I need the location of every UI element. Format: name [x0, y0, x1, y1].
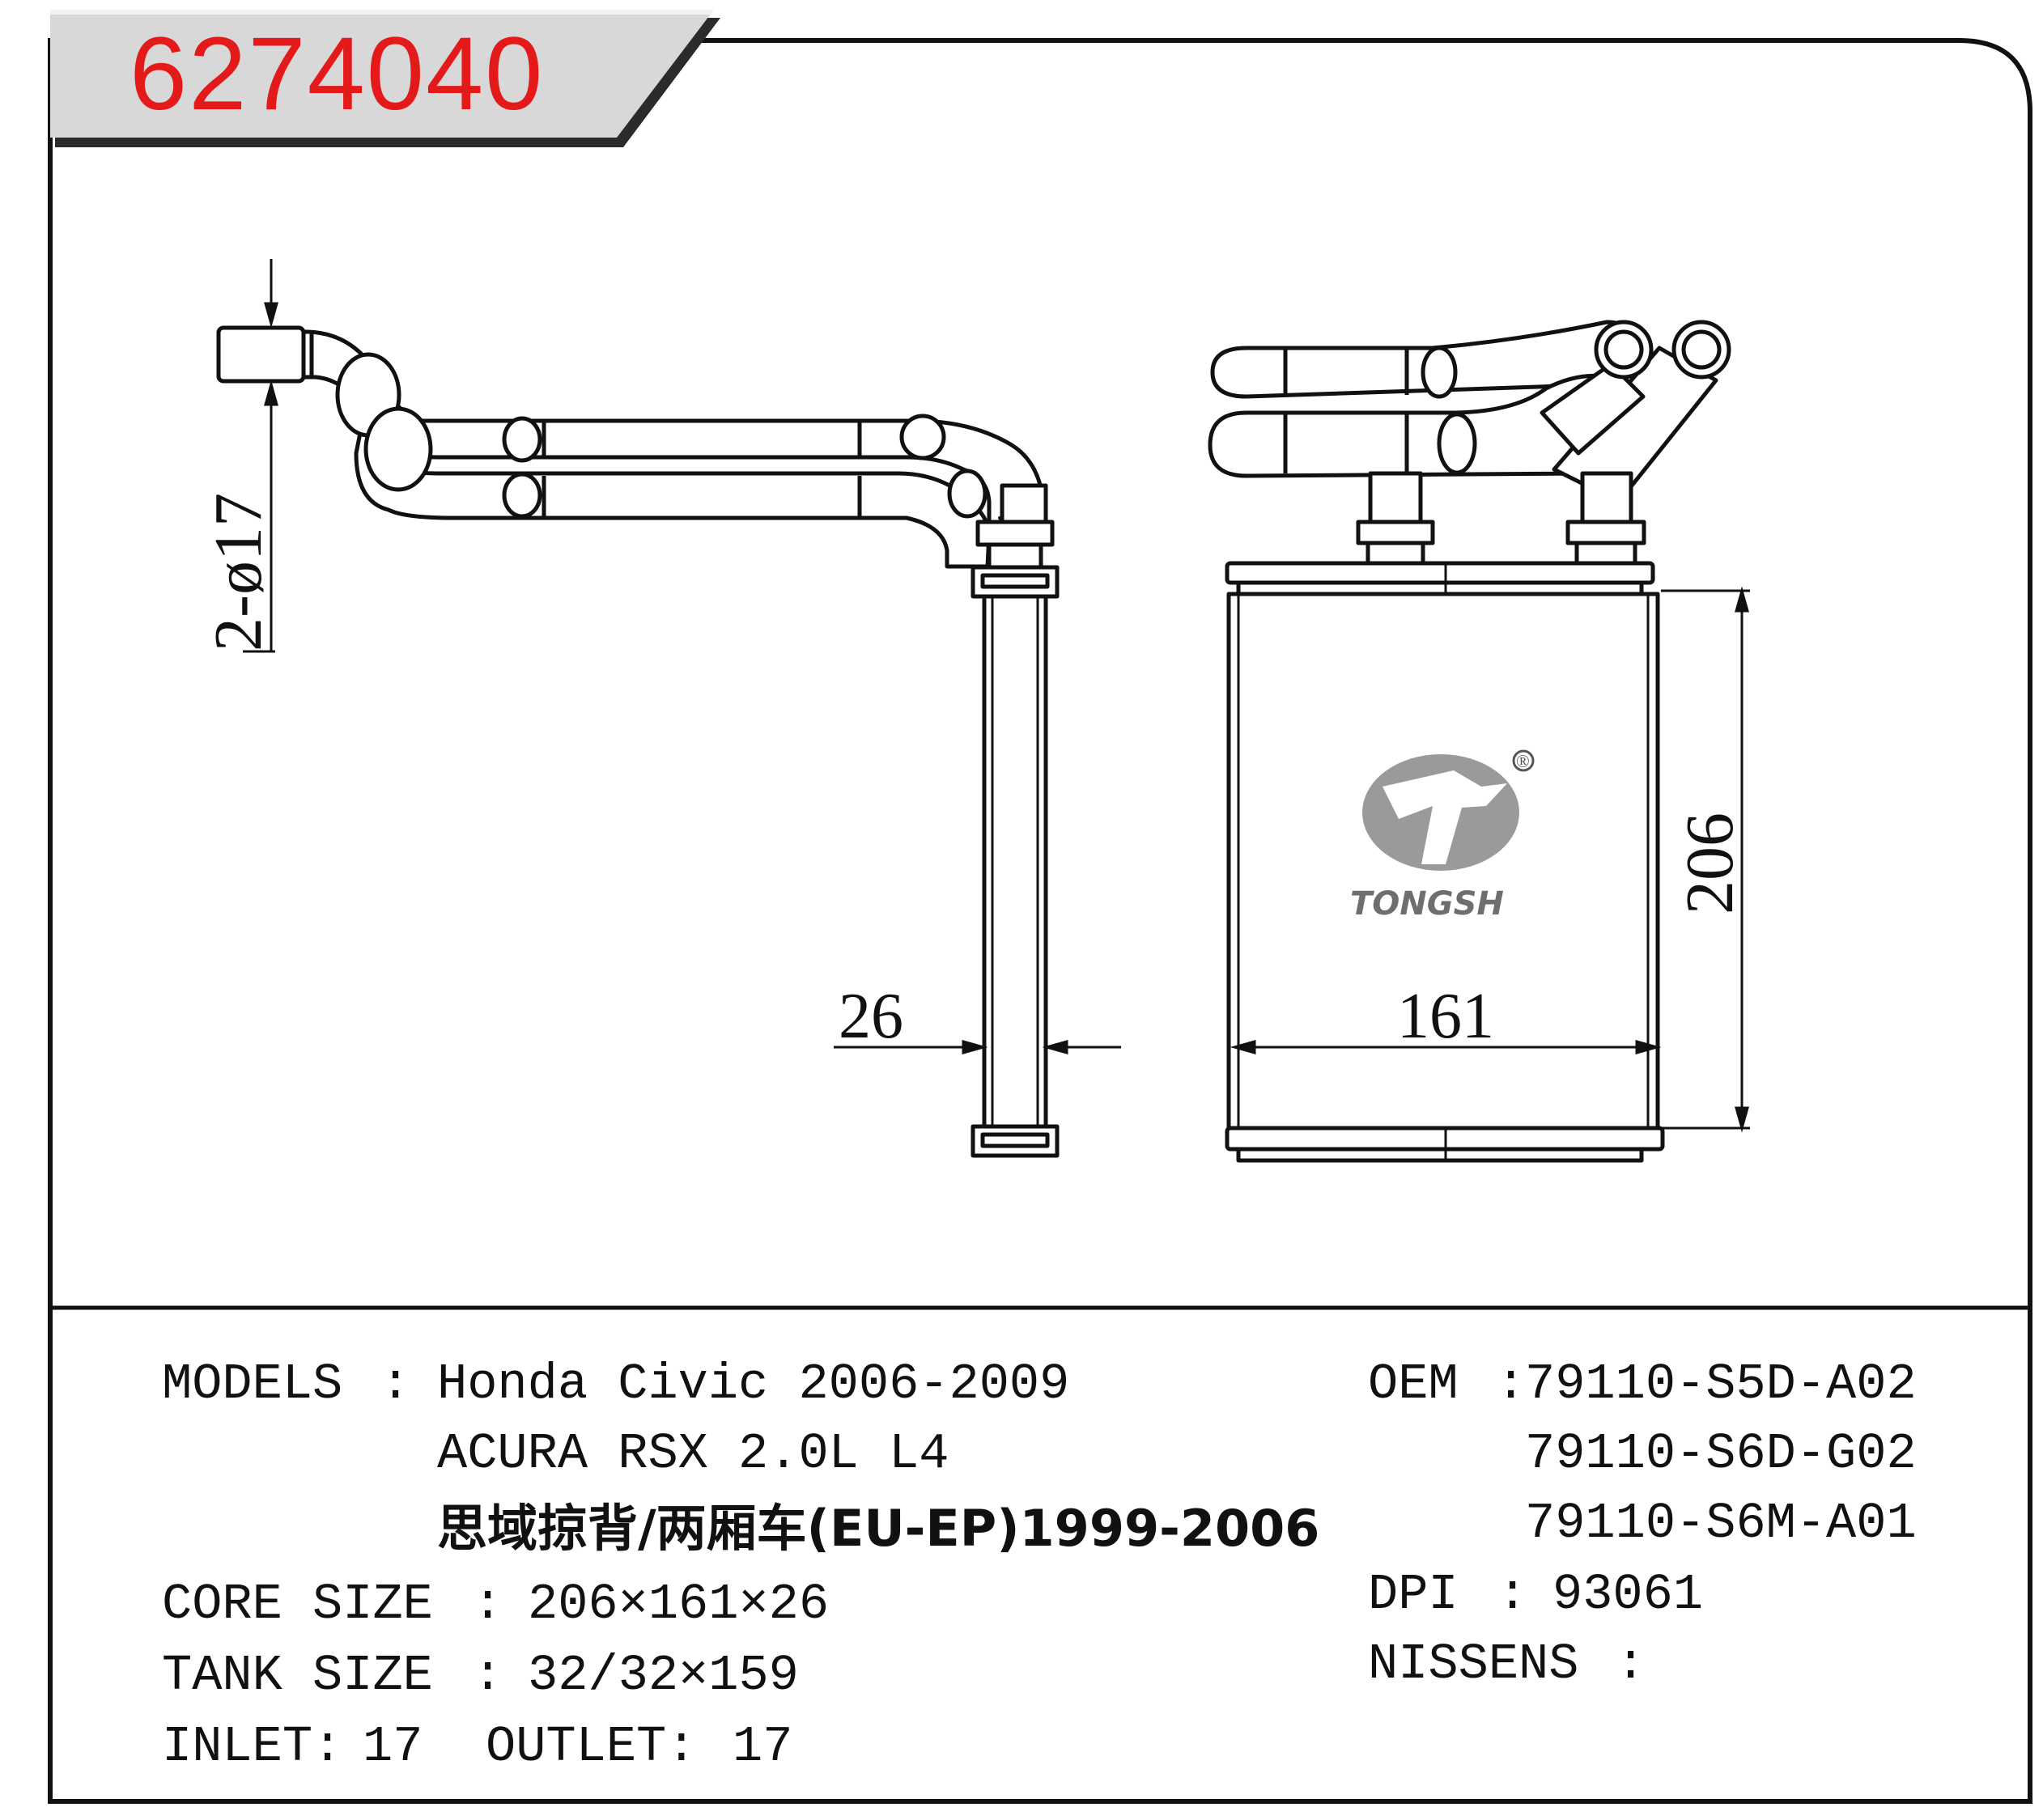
inlet-value: 17 [363, 1718, 423, 1775]
front-view [1208, 320, 1731, 1163]
elbow-lower-left [363, 406, 433, 492]
oem-number-1: 79110-S5D-A02 [1525, 1355, 1917, 1413]
models-separator: : [380, 1355, 411, 1413]
models-line-1: Honda Civic 2006-2009 [437, 1355, 1070, 1413]
outlet-label: OUTLET: [486, 1718, 697, 1775]
logo-registered-mark: ® [1516, 751, 1530, 771]
nissens-label: NISSENS [1368, 1635, 1579, 1693]
height-dimension [1661, 586, 1750, 1133]
part-number-title: 6274040 [130, 16, 545, 132]
sheet-border [48, 38, 2032, 1804]
front-left-riser [1368, 471, 1423, 524]
tongsh-logo: ® TONGSH [1350, 749, 1535, 923]
oem-label: OEM [1368, 1355, 1459, 1413]
height-dimension-label: 206 [1672, 812, 1748, 914]
side-fitting [975, 520, 1055, 547]
logo-text: TONGSH [1350, 885, 1504, 923]
oem-separator: : [1496, 1355, 1527, 1413]
front-right-riser [1580, 471, 1633, 524]
dpi-separator: : [1497, 1566, 1528, 1623]
depth-dimension [834, 1040, 1121, 1054]
width-dimension-label: 161 [1397, 981, 1494, 1052]
depth-dimension-label: 26 [839, 981, 903, 1052]
width-dimension [1230, 1040, 1662, 1054]
core-size-value: 206×161×26 [528, 1576, 830, 1633]
pipe-inlet-stub [216, 325, 306, 384]
pipe-diameter-dimension [243, 259, 278, 653]
side-view [216, 325, 1060, 1158]
dpi-label: DPI [1368, 1566, 1459, 1623]
pipe-diameter-label: 2-ø17 [201, 493, 276, 651]
tank-size-value: 32/32×159 [528, 1647, 799, 1704]
tank-size-label: TANK SIZE [162, 1647, 433, 1704]
inlet-label: INLET: [162, 1718, 343, 1775]
side-pipe-neck [1000, 483, 1048, 524]
models-label: MODELS [162, 1355, 343, 1413]
oem-number-2: 79110-S6D-G02 [1525, 1425, 1917, 1483]
tank-size-separator: : [473, 1647, 503, 1704]
dpi-value: 93061 [1552, 1566, 1704, 1623]
nissens-separator: : [1616, 1635, 1646, 1693]
models-line-2: ACURA RSX 2.0L L4 [437, 1425, 949, 1483]
core-size-label: CORE SIZE [162, 1576, 433, 1633]
oem-number-3: 79110-S6M-A01 [1525, 1495, 1917, 1552]
outlet-value: 17 [733, 1718, 793, 1775]
core-size-separator: : [473, 1576, 503, 1633]
front-top-tank [1225, 561, 1655, 585]
models-line-3: 思域掠背/两厢车(EU-EP)1999-2006 [437, 1499, 1320, 1558]
part-number-tab [50, 10, 720, 147]
